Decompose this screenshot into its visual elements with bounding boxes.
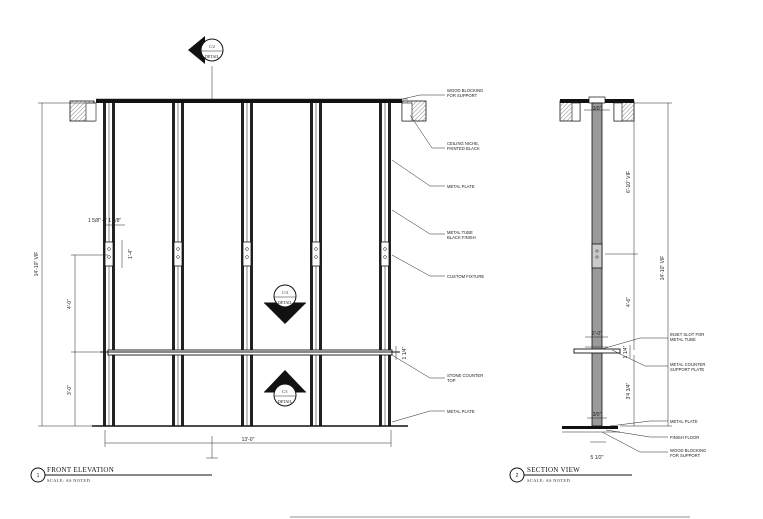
dim-counter-text: 1 1/4" (402, 346, 408, 359)
dim-fixture: 1'-4" (121, 240, 134, 268)
metal-tube (172, 103, 184, 426)
custom-fixture (311, 241, 321, 267)
sec-dim-plate: 3/0" (593, 412, 602, 418)
dim-overall-width: 13'-0" (104, 430, 392, 459)
custom-fixture (173, 241, 183, 267)
section-title-block: 2 SECTION VIEW SCALE: AS NOTED (509, 466, 632, 483)
metal-tubes (103, 103, 391, 426)
dim-counter: 1 1/4" (395, 346, 408, 360)
front-title-block: 1 FRONT ELEVATION SCALE: AS NOTED (30, 466, 212, 483)
custom-fixture (104, 241, 114, 267)
sec-label-plate: METAL PLATE (670, 419, 698, 424)
label-metal-plate-bottom: METAL PLATE (447, 409, 475, 414)
metal-tube (310, 103, 322, 426)
front-title: FRONT ELEVATION (47, 466, 114, 474)
section-counter (573, 348, 621, 354)
dim-spacing: 1 5/8" 4" 1 5/8" (88, 218, 125, 226)
sec-label-floor: FINISH FLOOR (670, 435, 699, 440)
dim-lower-text: 3'-0" (67, 385, 73, 395)
dim-upper-text: 4'-0" (67, 299, 73, 309)
sec-dim-upper: 6'-10" VIF (626, 171, 632, 193)
sec-dim-counter: 1 1/4" (623, 345, 629, 358)
svg-text:DETAIL: DETAIL (278, 300, 293, 305)
front-scale: SCALE: AS NOTED (47, 478, 90, 483)
custom-fixture (242, 241, 252, 267)
dim-fixture-text: 1'-4" (128, 249, 134, 259)
svg-text:DETAIL: DETAIL (278, 399, 293, 404)
metal-tube (103, 103, 115, 426)
section-view: 3/0" 6'-10" VIF 14'-10" VIF 4'-6" 2'-0" … (509, 96, 706, 483)
svg-text:C/2: C/2 (209, 44, 215, 49)
svg-text:C/1: C/1 (282, 389, 288, 394)
svg-text:DETAIL: DETAIL (205, 54, 220, 59)
section-tag-bottom: C/1 DETAIL (264, 370, 306, 407)
section-title: SECTION VIEW (527, 466, 580, 474)
label-ceiling-niche: CEILING NICHE,PAINTED BLACK (447, 141, 480, 151)
sec-dim-mid: 4'-6" (626, 297, 632, 307)
stone-counter (107, 349, 393, 356)
sec-dim-lower: 3'4 3/4" (626, 382, 632, 399)
label-metal-plate-top: METAL PLATE (447, 184, 475, 189)
dim-overall-width-text: 13'-0" (242, 437, 255, 443)
sec-dim-overall: 14'-10" VIF (660, 256, 666, 281)
sec-dim-base: 5 1/2" (591, 455, 604, 461)
sec-dim-top: 3/0" (593, 106, 602, 112)
dim-upper-lower: 4'-0" 3'-0" (67, 254, 108, 426)
section-tag-mid: C/3 DETAIL (264, 284, 306, 324)
svg-text:2: 2 (516, 473, 519, 479)
svg-text:C/3: C/3 (282, 290, 288, 295)
section-scale: SCALE: AS NOTED (527, 478, 570, 483)
section-floor (562, 426, 618, 429)
sec-dim-counter-width: 2'-0" (592, 331, 602, 337)
dim-spacing-text: 1 5/8" 4" 1 5/8" (88, 218, 121, 224)
metal-tube (379, 103, 391, 426)
svg-text:1: 1 (37, 473, 40, 479)
label-custom-fixture: CUSTOM FIXTURE (447, 274, 484, 279)
custom-fixture (380, 241, 390, 267)
dim-overall-height-text: 14'-10" VIF (34, 252, 40, 277)
front-elevation: 14'-10" VIF 4'-0" 3'-0" 1'-4" 1 5/8" 4" … (30, 36, 484, 483)
metal-tube (241, 103, 253, 426)
dim-overall-height: 14'-10" VIF (34, 102, 96, 427)
ceiling-beam (96, 99, 402, 103)
section-tag-top: C/2 DETAIL (188, 36, 224, 64)
